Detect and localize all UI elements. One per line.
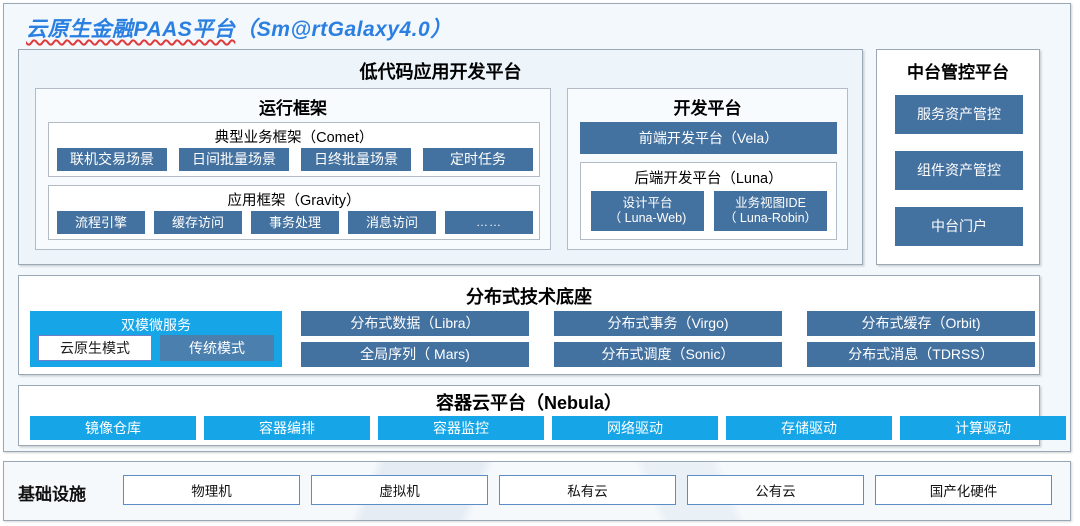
chip-comet-2[interactable]: 日终批量场景 (301, 148, 411, 171)
chip-infra-2[interactable]: 私有云 (499, 475, 676, 505)
runtime-framework-box: 运行框架 典型业务框架（Comet） 联机交易场景 日间批量场景 日终批量场景 … (35, 88, 551, 250)
lowcode-platform-heading: 低代码应用开发平台 (359, 62, 522, 82)
chip-container-3[interactable]: 网络驱动 (552, 416, 718, 440)
chip-comet-1[interactable]: 日间批量场景 (179, 148, 289, 171)
chip-container-5[interactable]: 计算驱动 (900, 416, 1066, 440)
chip-foundation-orbit[interactable]: 分布式缓存（Orbit) (807, 311, 1035, 336)
page-title-zh: 云原生金融PAAS平台 (26, 18, 236, 41)
chip-midoffice-2[interactable]: 中台门户 (895, 207, 1023, 246)
dualmode-heading: 双模微服务 (121, 317, 191, 333)
chip-midoffice-1[interactable]: 组件资产管控 (895, 151, 1023, 190)
chip-infra-3[interactable]: 公有云 (687, 475, 864, 505)
dualmode-microservice-block: 双模微服务 云原生模式 传统模式 (30, 311, 282, 367)
infrastructure-label: 基础设施 (18, 485, 86, 504)
container-cloud-panel: 容器云平台（Nebula） 镜像仓库 容器编排 容器监控 网络驱动 存储驱动 计… (18, 385, 1066, 446)
gravity-heading: 应用框架（Gravity） (227, 193, 361, 209)
chip-gravity-2[interactable]: 事务处理 (251, 211, 339, 234)
page-title-en: （Sm@rtGalaxy4.0） (235, 18, 452, 41)
chip-comet-3[interactable]: 定时任务 (423, 148, 533, 171)
chip-infra-1[interactable]: 虚拟机 (311, 475, 488, 505)
distributed-foundation-heading: 分布式技术底座 (466, 287, 592, 307)
chip-foundation-libra[interactable]: 分布式数据（Libra） (301, 311, 529, 336)
chip-gravity-1[interactable]: 缓存访问 (154, 211, 242, 234)
chip-container-0[interactable]: 镜像仓库 (30, 416, 196, 440)
chip-container-4[interactable]: 存储驱动 (726, 416, 892, 440)
chip-luna-robin[interactable]: 业务视图IDE （ Luna-Robin） (714, 191, 827, 231)
gravity-box: 应用框架（Gravity） 流程引擎 缓存访问 事务处理 消息访问 …… (48, 185, 540, 240)
container-cloud-heading: 容器云平台（Nebula） (435, 393, 622, 413)
infrastructure-panel: 基础设施 物理机 虚拟机 私有云 公有云 国产化硬件 (3, 461, 1071, 521)
midoffice-panel: 中台管控平台 服务资产管控 组件资产管控 中台门户 (876, 49, 1040, 265)
chip-gravity-3[interactable]: 消息访问 (348, 211, 436, 234)
chip-foundation-sonic[interactable]: 分布式调度（Sonic） (554, 342, 782, 367)
comet-heading: 典型业务框架（Comet） (214, 130, 374, 146)
chip-cloudnative-mode[interactable]: 云原生模式 (38, 335, 152, 361)
chip-infra-4[interactable]: 国产化硬件 (875, 475, 1052, 505)
development-platform-heading: 开发平台 (673, 99, 742, 118)
chip-container-1[interactable]: 容器编排 (204, 416, 370, 440)
page-title: 云原生金融PAAS平台（Sm@rtGalaxy4.0） (26, 13, 452, 43)
distributed-foundation-panel: 分布式技术底座 双模微服务 云原生模式 传统模式 分布式数据（Libra） 分布… (18, 275, 1040, 375)
comet-box: 典型业务框架（Comet） 联机交易场景 日间批量场景 日终批量场景 定时任务 (48, 122, 540, 177)
backend-platform-heading: 后端开发平台（Luna） (634, 171, 783, 187)
chip-midoffice-0[interactable]: 服务资产管控 (895, 95, 1023, 134)
lowcode-platform-panel: 低代码应用开发平台 运行框架 典型业务框架（Comet） 联机交易场景 日间批量… (18, 49, 863, 265)
chip-foundation-virgo[interactable]: 分布式事务（Virgo) (554, 311, 782, 336)
chip-infra-0[interactable]: 物理机 (123, 475, 300, 505)
chip-comet-0[interactable]: 联机交易场景 (57, 148, 167, 171)
chip-traditional-mode[interactable]: 传统模式 (160, 335, 274, 361)
chip-frontend-platform[interactable]: 前端开发平台（Vela） (580, 122, 837, 154)
chip-luna-web[interactable]: 设计平台 （ Luna-Web) (591, 191, 704, 231)
platform-main-frame: 云原生金融PAAS平台（Sm@rtGalaxy4.0） 低代码应用开发平台 运行… (3, 3, 1071, 452)
chip-container-2[interactable]: 容器监控 (378, 416, 544, 440)
chip-gravity-4[interactable]: …… (445, 211, 533, 234)
development-platform-box: 开发平台 前端开发平台（Vela） 后端开发平台（Luna） 设计平台 （ Lu… (567, 88, 848, 250)
chip-foundation-mars[interactable]: 全局序列（ Mars) (301, 342, 529, 367)
midoffice-heading: 中台管控平台 (907, 63, 1009, 82)
backend-platform-box: 后端开发平台（Luna） 设计平台 （ Luna-Web) 业务视图IDE （ … (580, 162, 837, 240)
chip-foundation-tdrss[interactable]: 分布式消息（TDRSS） (807, 342, 1035, 367)
runtime-framework-heading: 运行框架 (259, 99, 327, 118)
chip-gravity-0[interactable]: 流程引擎 (57, 211, 145, 234)
